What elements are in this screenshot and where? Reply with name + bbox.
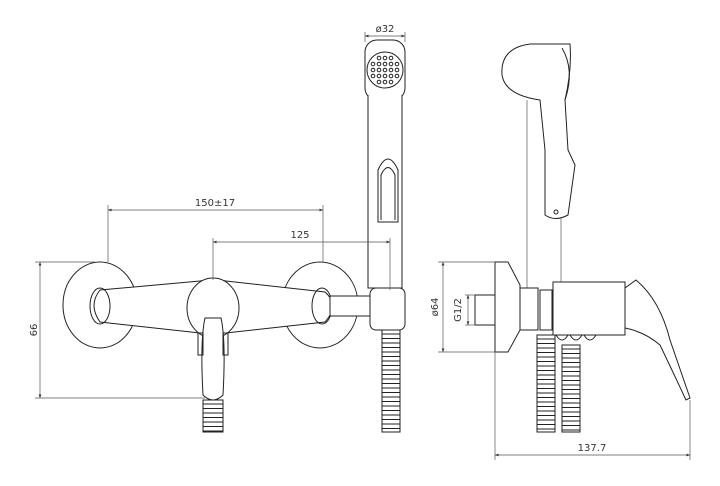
dim-plate-diameter: ø64: [430, 298, 441, 317]
spray-nozzle: [388, 67, 394, 73]
spray-nozzle: [370, 61, 376, 67]
spray-nozzle: [388, 55, 394, 61]
dim-thread: G1/2: [453, 298, 464, 322]
spray-nozzle: [376, 73, 382, 79]
side-dimensions: ø64 G1/2 137.7: [430, 261, 691, 460]
spray-nozzle: [394, 61, 400, 67]
shower-hose: [381, 329, 401, 433]
outlet-arm: [329, 295, 373, 317]
spray-nozzle: [382, 73, 388, 79]
front-view: [62, 39, 406, 433]
spray-nozzle: [382, 79, 388, 85]
wall-plate: [494, 261, 521, 353]
dim-escutcheon-spacing: 150±17: [195, 198, 235, 209]
spray-nozzle: [382, 55, 388, 61]
side-body: [552, 281, 626, 336]
front-dimensions: 150±17 125 99 ø32: [27, 24, 406, 399]
dim-depth: 137.7: [578, 443, 607, 454]
dim-head-diameter: ø32: [376, 24, 395, 35]
spray-nozzle: [376, 55, 382, 61]
spray-nozzle: [376, 67, 382, 73]
spray-nozzle: [388, 61, 394, 67]
spray-nozzle: [382, 67, 388, 73]
dim-height: 99: [27, 324, 38, 337]
spray-nozzle: [376, 61, 382, 67]
spray-nozzle: [394, 67, 400, 73]
trigger-slot: [377, 158, 399, 223]
side-lever: [624, 279, 691, 401]
dim-outlet-offset: 125: [290, 230, 309, 241]
thread-stub: [474, 294, 496, 326]
side-view: [474, 43, 691, 433]
handshower-side: [501, 43, 576, 219]
holder-block: [369, 287, 406, 331]
side-hose-2: [561, 344, 581, 433]
spray-nozzle: [394, 73, 400, 79]
handshower-body: [367, 95, 403, 289]
spray-nozzle: [388, 79, 394, 85]
spray-face: [366, 51, 404, 89]
front-hose: [202, 399, 224, 433]
side-hose-1: [536, 334, 556, 433]
spray-nozzle: [388, 73, 394, 79]
spray-nozzle: [370, 73, 376, 79]
nut: [519, 287, 539, 331]
lever: [201, 317, 225, 401]
spray-nozzle: [382, 61, 388, 67]
spray-nozzle: [376, 79, 382, 85]
spray-nozzle: [370, 67, 376, 73]
